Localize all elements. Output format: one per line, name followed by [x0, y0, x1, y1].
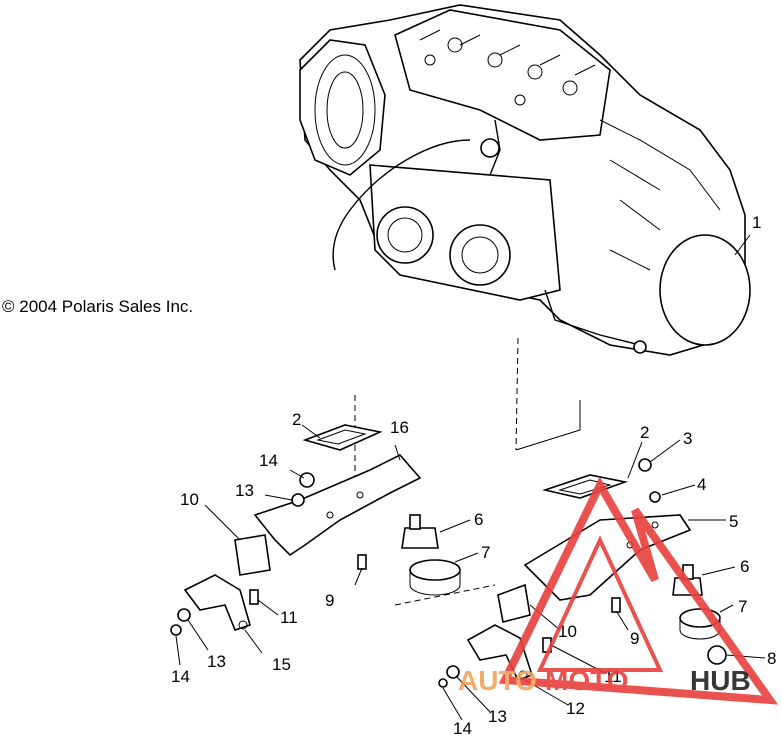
callout-label: 11	[280, 608, 298, 627]
callout-labels: 1 2 2 3 4 5 6 6 7 7 8 9 9 10 10 11 11 12…	[171, 213, 776, 737]
callout-label: 2	[292, 410, 301, 429]
callout-label: 13	[235, 481, 254, 500]
watermark-text-auto: AUTO	[458, 665, 537, 696]
engine-assembly	[299, 4, 751, 356]
callout-label: 10	[180, 490, 199, 509]
watermark-triangle-icon	[498, 476, 779, 705]
callout-label: 7	[481, 543, 490, 562]
callout-label: 5	[729, 512, 738, 531]
leader-mid	[394, 584, 496, 606]
callout-label: 6	[740, 557, 749, 576]
callout-label: 15	[272, 655, 291, 674]
callout-label: 14	[259, 451, 278, 470]
callout-label: 14	[453, 719, 472, 737]
callout-label: 13	[488, 707, 507, 726]
callout-label: 2	[640, 423, 649, 442]
leader-engine	[515, 337, 519, 451]
callout-label: 3	[683, 429, 692, 448]
copyright-notice: © 2004 Polaris Sales Inc.	[2, 297, 194, 316]
callout-label: 8	[767, 649, 776, 668]
callout-label: 10	[558, 622, 577, 641]
leader-bracket	[515, 400, 581, 451]
left-mount-assembly	[170, 424, 461, 636]
watermark-text-moto: MOTO	[545, 665, 628, 696]
callout-label: 9	[630, 629, 639, 648]
watermark-text-hub: HUB	[690, 665, 751, 696]
watermark-logo: AUTO MOTO HUB	[458, 476, 779, 705]
callout-label: 4	[697, 475, 706, 494]
callout-label: 6	[474, 510, 483, 529]
callout-label: 14	[171, 667, 190, 686]
callout-label: 16	[390, 418, 409, 437]
callout-label: 1	[752, 213, 761, 232]
callout-label: 7	[738, 597, 747, 616]
callout-label: 13	[207, 652, 226, 671]
callout-label: 9	[325, 591, 334, 610]
callout-label: 12	[566, 699, 585, 718]
